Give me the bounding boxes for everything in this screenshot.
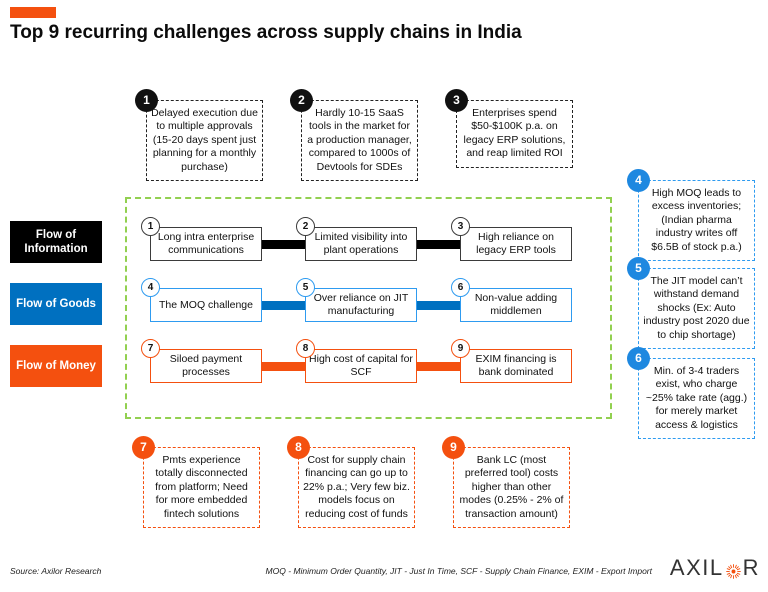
bottom-callout-7: 7 Pmts experience totally disconnected f…: [132, 436, 260, 529]
axilor-logo: AXIL R: [670, 555, 760, 581]
flow-node-number-3: 3: [451, 217, 470, 236]
callout-text: Bank LC (most preferred tool) costs high…: [459, 454, 564, 520]
flow-node-number-6: 6: [451, 278, 470, 297]
number-badge-2: 2: [290, 89, 313, 112]
flow-node-2: Limited visibility into plant operations: [305, 227, 417, 261]
connector-goods-2: [411, 301, 467, 310]
number-badge-9: 9: [442, 436, 465, 459]
connector-goods-1: [256, 301, 312, 310]
top-callout-2: 2 Hardly 10-15 SaaS tools in the market …: [290, 89, 418, 182]
callout-text: Cost for supply chain financing can go u…: [303, 454, 410, 520]
flow-node-3: High reliance on legacy ERP tools: [460, 227, 572, 261]
callout-text: Enterprises spend $50-$100K p.a. on lega…: [463, 107, 566, 160]
flow-node-number-5: 5: [296, 278, 315, 297]
callout-text: Min. of 3-4 traders exist, who charge ~2…: [645, 365, 748, 431]
flow-node-number-7: 7: [141, 339, 160, 358]
flow-node-5: Over reliance on JIT manufacturing: [305, 288, 417, 322]
callout-text: Hardly 10-15 SaaS tools in the market fo…: [307, 107, 412, 173]
flow-node-1: Long intra enterprise communications: [150, 227, 262, 261]
flow-node-number-9: 9: [451, 339, 470, 358]
right-callout-6: 6 Min. of 3-4 traders exist, who charge …: [627, 347, 755, 440]
flow-node-4: The MOQ challenge: [150, 288, 262, 322]
flow-node-6: Non-value adding middlemen: [460, 288, 572, 322]
callout-text: The JIT model can’t withstand demand sho…: [643, 275, 750, 341]
flow-node-number-1: 1: [141, 217, 160, 236]
flow-label-information: Flow of Information: [10, 221, 102, 263]
bottom-callout-9: 9 Bank LC (most preferred tool) costs hi…: [442, 436, 570, 529]
flow-node-number-2: 2: [296, 217, 315, 236]
top-callout-3: 3 Enterprises spend $50-$100K p.a. on le…: [445, 89, 573, 168]
flow-node-number-4: 4: [141, 278, 160, 297]
flow-label-money: Flow of Money: [10, 345, 102, 387]
number-badge-7: 7: [132, 436, 155, 459]
number-badge-5: 5: [627, 257, 650, 280]
flow-node-8: High cost of capital for SCF: [305, 349, 417, 383]
flow-node-9: EXIM financing is bank dominated: [460, 349, 572, 383]
right-callout-4: 4 High MOQ leads to excess inventories; …: [627, 169, 755, 262]
flow-label-goods: Flow of Goods: [10, 283, 102, 325]
number-badge-4: 4: [627, 169, 650, 192]
accent-bar: [10, 7, 56, 18]
connector-money-2: [411, 362, 467, 371]
page-title: Top 9 recurring challenges across supply…: [10, 22, 522, 43]
logo-text-left: AXIL: [669, 555, 724, 580]
connector-info-2: [411, 240, 467, 249]
bottom-callout-8: 8 Cost for supply chain financing can go…: [287, 436, 415, 529]
abbreviation-legend: MOQ - Minimum Order Quantity, JIT - Just…: [265, 566, 652, 576]
flow-node-7: Siloed payment processes: [150, 349, 262, 383]
callout-text: Pmts experience totally disconnected fro…: [155, 454, 248, 520]
top-callout-1: 1 Delayed execution due to multiple appr…: [135, 89, 263, 182]
number-badge-1: 1: [135, 89, 158, 112]
logo-text-right: R: [742, 555, 760, 580]
flow-node-number-8: 8: [296, 339, 315, 358]
source-note: Source: Axilor Research: [10, 566, 102, 576]
number-badge-6: 6: [627, 347, 650, 370]
right-callout-5: 5 The JIT model can’t withstand demand s…: [627, 257, 755, 350]
callout-text: Delayed execution due to multiple approv…: [151, 107, 258, 173]
number-badge-3: 3: [445, 89, 468, 112]
callout-text: High MOQ leads to excess inventories; (I…: [651, 187, 742, 253]
number-badge-8: 8: [287, 436, 310, 459]
flow-container: [125, 197, 612, 419]
sunburst-icon: [725, 560, 742, 579]
connector-info-1: [256, 240, 312, 249]
connector-money-1: [256, 362, 312, 371]
